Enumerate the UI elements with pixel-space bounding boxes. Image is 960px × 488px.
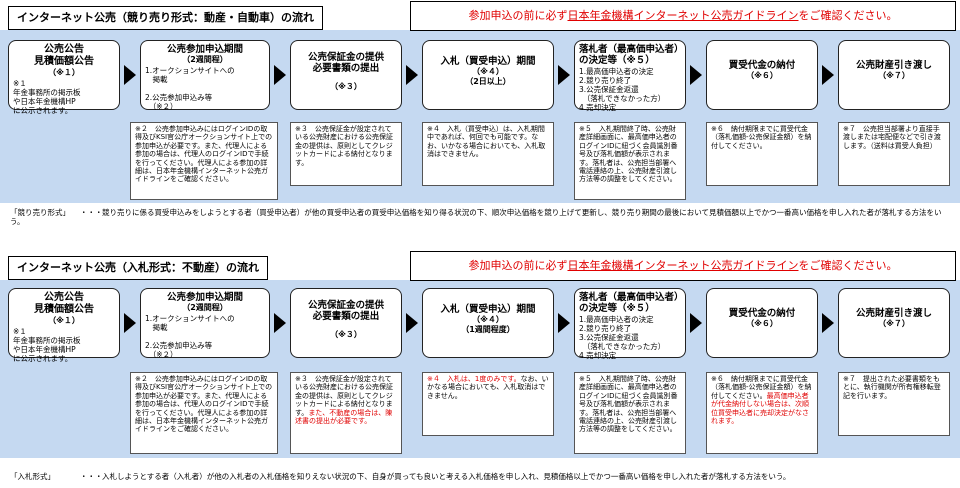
footer-definition: 「入札形式」 ・・・入札しようとする者（入札者）が他の入札者の入札価格を知りえない… — [10, 472, 950, 481]
step-sub: （※１） — [48, 68, 80, 77]
section-auction-flow: インターネット公売（競り売り形式：動産・自動車）の流れ 参加申込の前に必ず日本年… — [0, 1, 960, 226]
step-title: 落札者（最高価申込者）の決定等（※５） — [579, 44, 679, 66]
note-7: ※７ 公売担当部署より直接手渡しまたは宅配便などで引き渡します。（送料は買受人負… — [838, 122, 950, 186]
step-payment: 買受代金の納付 （※６） — [706, 40, 818, 110]
step-title: 公売公告 見積価額公告 — [34, 44, 94, 67]
step-title: 公売財産引き渡し — [855, 60, 932, 71]
guideline-notice: 参加申込の前に必ず日本年金機構インターネット公売ガイドラインをご確認ください。 — [410, 1, 956, 31]
arrow-icon — [558, 313, 570, 333]
guide-tail: をご確認ください。 — [798, 9, 898, 22]
note-red-text: 最高価申込者が代金納付しない場合は、次順位買受申込者に売却決定がなされます。 — [711, 391, 809, 426]
note-prefix: ※４ — [427, 375, 447, 383]
arrow-icon — [124, 65, 136, 85]
step-sub: （※３） — [330, 82, 362, 91]
step-title: 公売保証金の提供 必要書類の提出 — [307, 300, 384, 322]
arrow-icon — [274, 313, 286, 333]
footer-dots: ・・・ — [80, 208, 103, 217]
guideline-link[interactable]: 日本年金機構インターネット公売ガイドライン — [567, 9, 799, 22]
note-5: ※５ 入札期間終了時、公売財産詳細画面に、最高価申込者のログインIDに紐づく会員… — [574, 372, 686, 454]
step-application-period: 公売参加申込期間 （2週間程） 1.オークションサイトへの 掲載 2.公売参加申… — [140, 288, 270, 359]
step-sub: （※３） — [330, 330, 362, 339]
footer-label: 「競り売り形式」 — [10, 208, 70, 217]
step-title: 公売公告 見積価額公告 — [34, 292, 94, 315]
step-body: 1.最高価申込者の決定 2.競り売り終了 3.公売保証金返還 （落札できなかった… — [579, 315, 666, 360]
note-7: ※７ 提出された必要書類をもとに、執行機関が所有権移転登記を行います。 — [838, 372, 950, 436]
footer-text: 競り売りに係る買受申込みをしようとする者（買受申込者）が他の買受申込者の買受申込… — [10, 208, 942, 226]
step-sub: （2週間程） — [182, 55, 228, 64]
step-handover: 公売財産引き渡し （※７） — [838, 40, 950, 110]
step-application-period: 公売参加申込期間 （2週間程） 1.オークションサイトへの 掲載 2.公売参加申… — [140, 40, 270, 111]
guideline-link[interactable]: 日本年金機構インターネット公売ガイドライン — [567, 259, 799, 272]
step-body: 1.オークションサイトへの 掲載 2.公売参加申込み等 （※２） — [145, 314, 235, 359]
step-payment: 買受代金の納付 （※６） — [706, 288, 818, 358]
note-6: ※６ 納付期限までに買受代金（落札価額-公売保証金額）を納付してください。最高価… — [706, 372, 818, 454]
step-title: 落札者（最高価申込者）の決定等（※５） — [579, 292, 679, 314]
step-bidding-period: 入札（買受申込）期間 （※４） （2日以上） — [422, 40, 554, 110]
step-announcement: 公売公告 見積価額公告 （※１） ※１ 年金事務所の掲示板 や日本年金機構HP … — [8, 288, 120, 363]
step-sub: （※４） — [472, 315, 504, 324]
footer-text: 入札しようとする者（入札者）が他の入札者の入札価格を知りえない状況の下、自身が買… — [102, 472, 791, 481]
note-3: ※３ 公売保証金が設定されている公売財産における公売保証金の提供は、原則としてク… — [290, 122, 402, 186]
step-title: 買受代金の納付 — [728, 308, 796, 319]
step-sub: （※７） — [878, 319, 910, 328]
arrow-icon — [558, 65, 570, 85]
note-text: なお、いかなる場合においても、入札取消はできません。 — [427, 375, 549, 400]
step-title: 入札（買受申込）期間 — [440, 304, 536, 315]
footer-label: 「入札形式」 — [10, 472, 55, 481]
step-title: 買受代金の納付 — [728, 60, 796, 71]
step-body: 1.最高価申込者の決定 2.競り売り終了 3.公売保証金返還 （落札できなかった… — [579, 67, 666, 112]
step-sub: （※７） — [878, 71, 910, 80]
note-2: ※２ 公売参加申込みにはログインIDの取得及びKSI官公庁オークションサイト上で… — [130, 372, 278, 454]
guide-tail: をご確認ください。 — [798, 259, 898, 272]
note-4: ※４ 入札（買受申込）は、入札期間中であれば、何回でも可能です。なお、いかなる場… — [422, 122, 554, 186]
step-sub: （※１） — [48, 316, 80, 325]
arrow-icon — [690, 65, 702, 85]
step-title: 公売参加申込期間 — [166, 44, 243, 55]
note-6: ※６ 納付期限までに買受代金（落札価額-公売保証金額）を納付してください。 — [706, 122, 818, 186]
step-title: 公売参加申込期間 — [166, 292, 243, 303]
section-title: インターネット公売（入札形式：不動産）の流れ — [8, 256, 268, 280]
step-body: ※１ 年金事務所の掲示板 や日本年金機構HP に公示されます。 — [13, 79, 81, 115]
step-deposit: 公売保証金の提供 必要書類の提出 （※３） — [290, 40, 402, 110]
arrow-icon — [822, 313, 834, 333]
arrow-icon — [406, 313, 418, 333]
step-body: （1週間程度） — [461, 325, 515, 334]
note-red-text: 入札は、1度のみです。 — [446, 375, 521, 383]
guide-text: 参加申込の前に必ず — [468, 9, 568, 22]
note-5: ※５ 入札期間終了時、公売財産詳細画面に、最高価申込者のログインIDに紐づく会員… — [574, 122, 686, 200]
guideline-notice: 参加申込の前に必ず日本年金機構インターネット公売ガイドラインをご確認ください。 — [410, 251, 956, 281]
step-handover: 公売財産引き渡し （※７） — [838, 288, 950, 358]
note-text: ※３ 公売保証金が設定されている公売財産における公売保証金の提供は、原則としてク… — [295, 375, 393, 417]
step-title: 入札（買受申込）期間 — [440, 56, 536, 67]
step-body: ※１ 年金事務所の掲示板 や日本年金機構HP に公示されます。 — [13, 327, 81, 363]
note-text: ※６ 納付期限までに買受代金（落札価額-公売保証金額）を納付してください。 — [711, 375, 812, 400]
step-body: 1.オークションサイトへの 掲載 2.公売参加申込み等 （※２） — [145, 66, 235, 111]
step-winner-decision: 落札者（最高価申込者）の決定等（※５） 1.最高価申込者の決定 2.競り売り終了… — [574, 40, 686, 112]
arrow-icon — [822, 65, 834, 85]
step-sub: （※４） — [472, 67, 504, 76]
footer-dots: ・・・ — [80, 472, 103, 481]
step-announcement: 公売公告 見積価額公告 （※１） ※１ 年金事務所の掲示板 や日本年金機構HP … — [8, 40, 120, 115]
section-title: インターネット公売（競り売り形式：動産・自動車）の流れ — [8, 6, 323, 30]
note-2: ※２ 公売参加申込みにはログインIDの取得及びKSI官公庁オークションサイト上で… — [130, 122, 278, 200]
arrow-icon — [274, 65, 286, 85]
step-title: 公売財産引き渡し — [855, 308, 932, 319]
footer-definition: 「競り売り形式」 ・・・競り売りに係る買受申込みをしようとする者（買受申込者）が他… — [10, 208, 950, 226]
step-bidding-period: 入札（買受申込）期間 （※４） （1週間程度） — [422, 288, 554, 358]
arrow-icon — [406, 65, 418, 85]
step-sub: （※６） — [746, 319, 778, 328]
arrow-icon — [124, 313, 136, 333]
note-4: ※４ 入札は、1度のみです。なお、いかなる場合においても、入札取消はできません。 — [422, 372, 554, 436]
section-tender-flow: インターネット公売（入札形式：不動産）の流れ 参加申込の前に必ず日本年金機構イン… — [0, 250, 960, 488]
step-sub: （2週間程） — [182, 303, 228, 312]
note-red-text: また、不動産の場合は、陳述書の提出が必要です。 — [295, 408, 393, 426]
guide-text: 参加申込の前に必ず — [468, 259, 568, 272]
step-body: （2日以上） — [465, 77, 511, 86]
note-3: ※３ 公売保証金が設定されている公売財産における公売保証金の提供は、原則としてク… — [290, 372, 402, 454]
step-deposit: 公売保証金の提供 必要書類の提出 （※３） — [290, 288, 402, 358]
step-title: 公売保証金の提供 必要書類の提出 — [307, 52, 384, 74]
step-sub: （※６） — [746, 71, 778, 80]
arrow-icon — [690, 313, 702, 333]
step-winner-decision: 落札者（最高価申込者）の決定等（※５） 1.最高価申込者の決定 2.競り売り終了… — [574, 288, 686, 360]
